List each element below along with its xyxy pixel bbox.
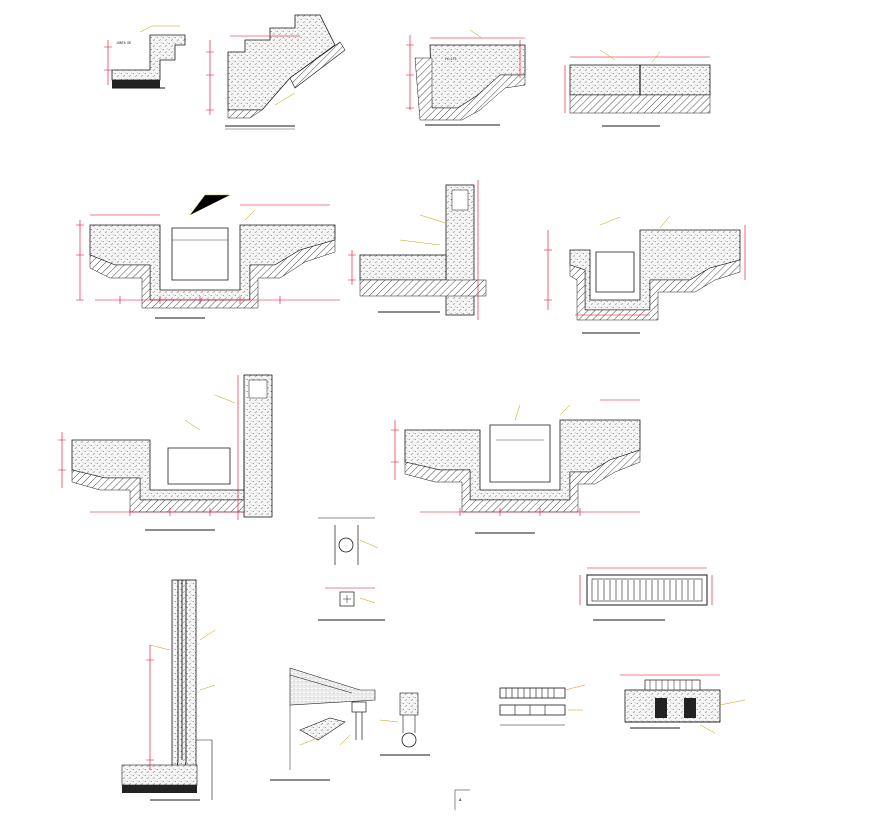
page-marker: A xyxy=(454,789,470,810)
detail-step-small: JUNTA DE xyxy=(104,25,186,89)
detail-channel-section-b xyxy=(544,215,746,334)
detail-downpipe-wall xyxy=(121,579,216,801)
svg-text:Fc=175: Fc=175 xyxy=(445,57,457,61)
detail-grate-plan xyxy=(579,567,713,621)
detail-grate-section-right xyxy=(620,674,746,734)
detail-channel-section-a xyxy=(76,194,340,319)
detail-channel-wide xyxy=(391,399,641,534)
detail-channel-wall-left xyxy=(58,374,273,531)
page-marker-label: A xyxy=(459,798,462,802)
detail-slab-on-grade xyxy=(564,49,711,127)
detail-pipe-cross-section xyxy=(318,517,385,621)
detail-slab-slope: Fc=175 xyxy=(406,29,526,126)
detail-wall-slab xyxy=(348,180,487,320)
detail-stair-joint xyxy=(206,14,346,130)
detail-grate-section-left xyxy=(499,684,586,726)
detail-roof-gutter xyxy=(270,667,430,781)
svg-text:JUNTA DE: JUNTA DE xyxy=(116,41,131,45)
